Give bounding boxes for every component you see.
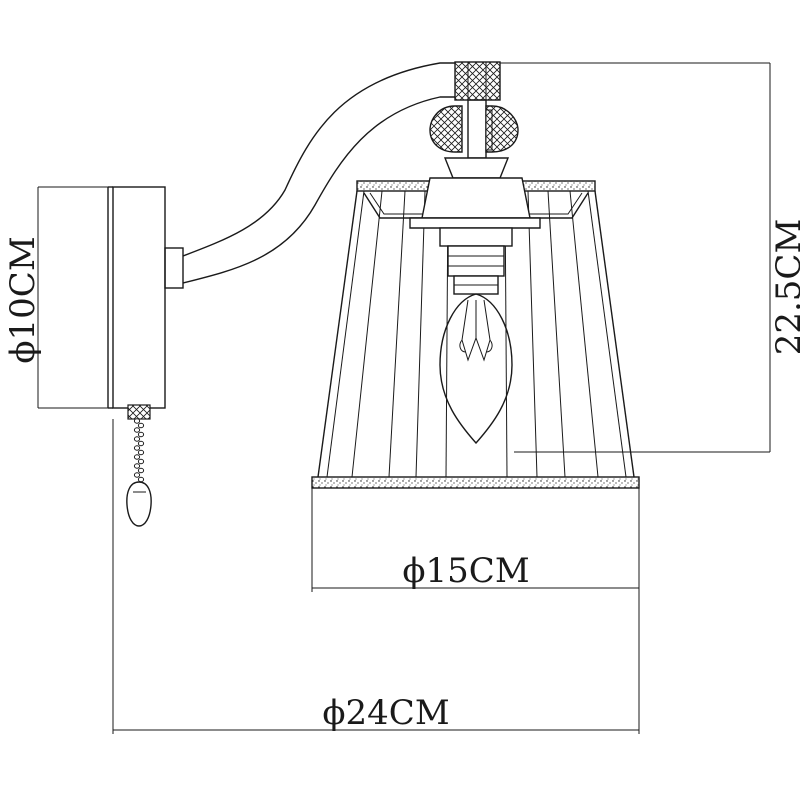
chain-bead (137, 449, 145, 456)
dimension-projection: ϕ24CM (112, 419, 640, 734)
chain-bead (137, 422, 145, 429)
chain-bead (137, 431, 145, 438)
chain-bead (133, 463, 141, 469)
dimension-backplate-diameter: ϕ10CM (3, 186, 108, 409)
projection-label: ϕ24CM (322, 693, 449, 733)
candle-bulb (439, 293, 513, 445)
lamp-fitting (429, 61, 519, 179)
backplate-diameter-label: ϕ10CM (3, 236, 43, 363)
pull-chain (133, 418, 145, 483)
lamp-arm (164, 62, 455, 289)
chain-bead (137, 458, 145, 465)
height-label: 22.5CM (769, 219, 800, 356)
chain-bead (133, 418, 141, 424)
chain-bead (133, 454, 141, 460)
pull-chain-switch (126, 404, 152, 527)
dimension-shade-diameter: ϕ15CM (311, 488, 640, 592)
chain-bead (133, 472, 141, 478)
chain-bead (133, 436, 141, 442)
chain-bead (137, 476, 145, 483)
chain-bead (137, 440, 145, 447)
wall-backplate (107, 186, 166, 409)
chain-bead (137, 467, 145, 474)
chain-bead (133, 427, 141, 433)
dimension-height: 22.5CM (500, 62, 800, 453)
chain-bead (133, 445, 141, 451)
bulb-socket (409, 177, 541, 295)
shade-diameter-label: ϕ15CM (402, 551, 529, 591)
